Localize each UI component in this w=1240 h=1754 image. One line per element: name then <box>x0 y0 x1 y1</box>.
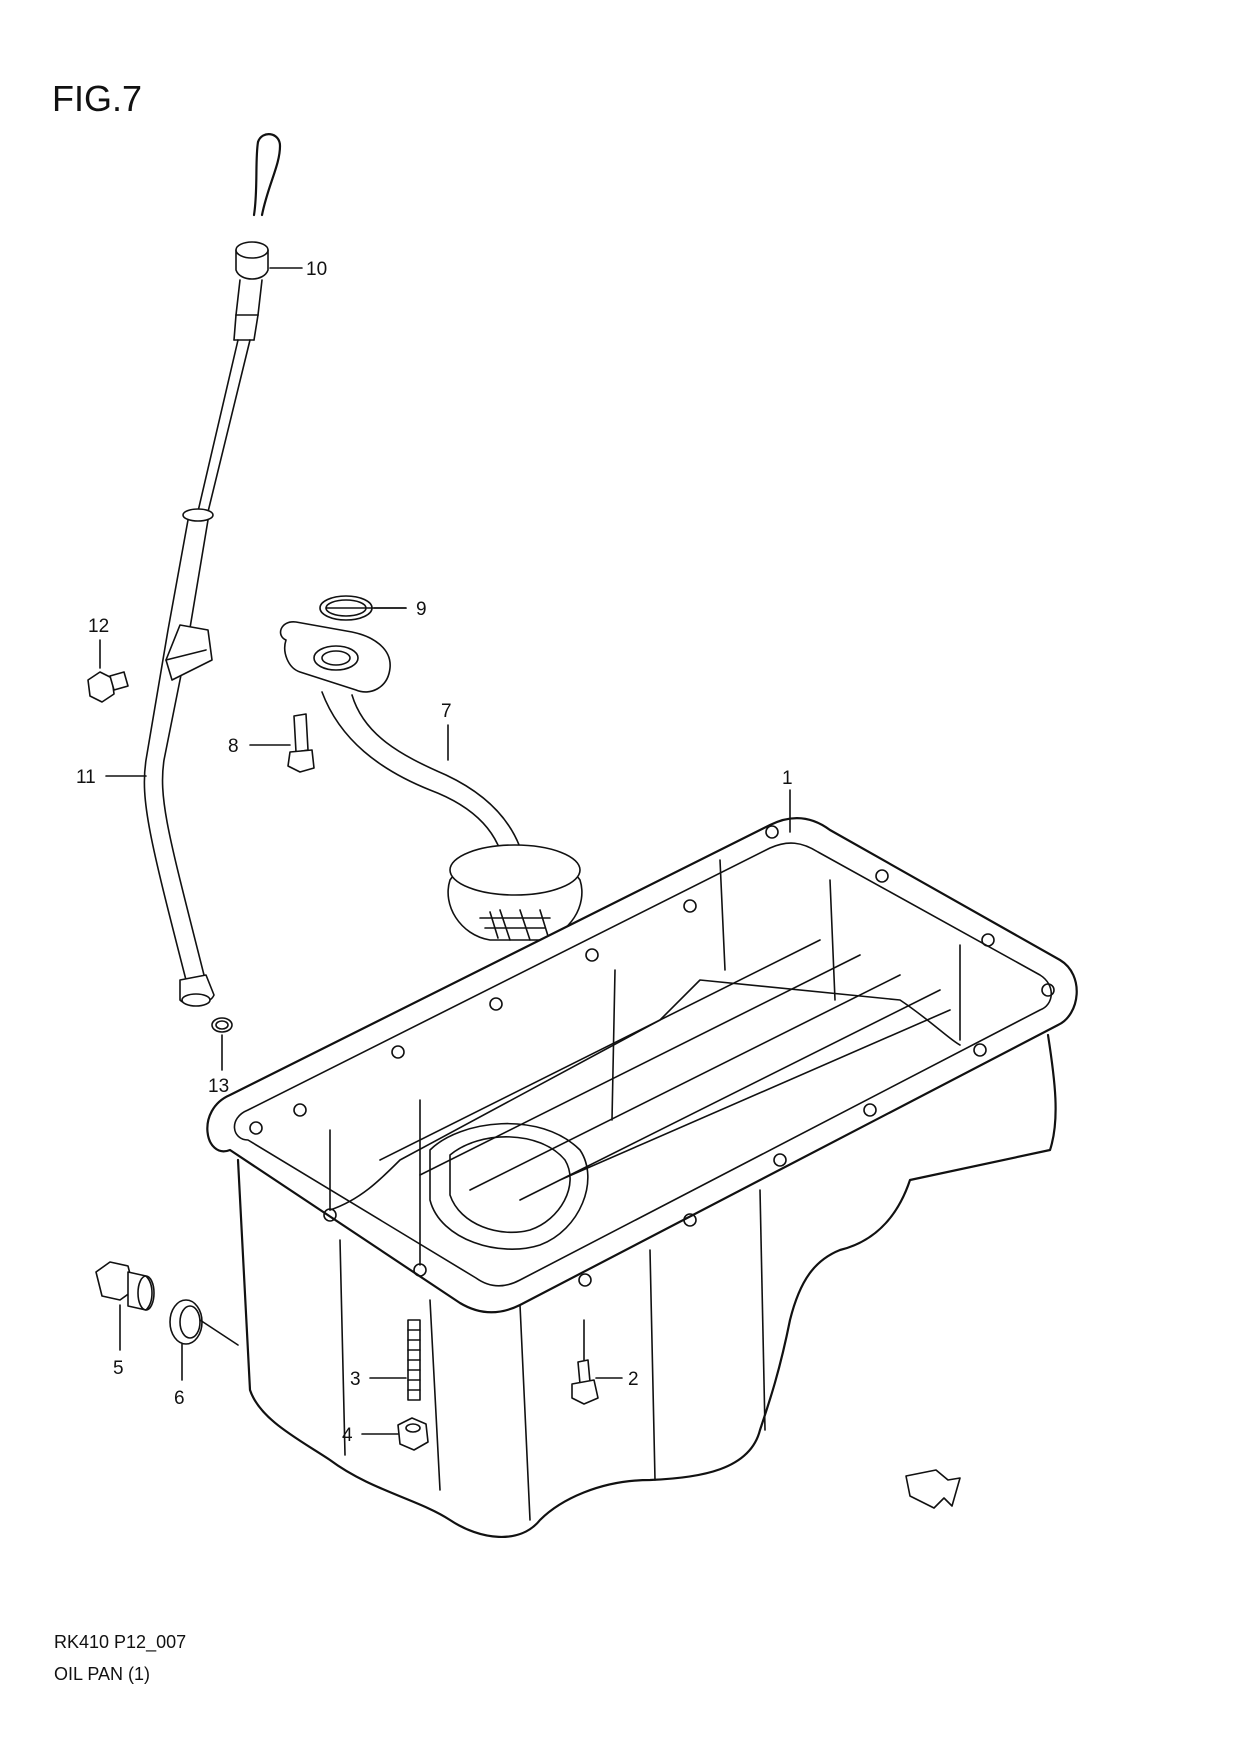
stud-3 <box>407 1319 421 1401</box>
callout-9: 9 <box>416 599 427 620</box>
callout-4: 4 <box>342 1425 353 1446</box>
figure-name: OIL PAN (1) <box>54 1664 151 1684</box>
callout-12: 12 <box>88 616 109 637</box>
callout-3: 3 <box>350 1369 361 1390</box>
oil-pan <box>206 816 1078 1539</box>
callout-1: 1 <box>782 768 793 789</box>
leader-lines <box>99 267 791 1435</box>
callout-6: 6 <box>174 1388 185 1409</box>
nut-4 <box>397 1417 429 1451</box>
figure-title: FIG.7 <box>52 78 143 119</box>
bolt-8 <box>287 713 315 773</box>
callout-13: 13 <box>208 1076 229 1097</box>
callout-7: 7 <box>441 701 452 722</box>
bolt-12 <box>87 671 129 703</box>
dipstick-guide <box>143 508 215 1007</box>
callout-5: 5 <box>113 1358 124 1379</box>
bolt-2 <box>571 1359 599 1405</box>
o-ring-13 <box>211 1017 233 1033</box>
oil-strainer <box>279 621 583 941</box>
figure-code: RK410 P12_007 <box>54 1632 187 1652</box>
callout-8: 8 <box>228 736 239 757</box>
callout-labels: 10 9 7 8 1 11 12 13 5 6 3 4 2 <box>76 259 793 1446</box>
dipstick <box>195 133 282 521</box>
callout-10: 10 <box>306 259 327 280</box>
drain-plug-5 <box>95 1261 155 1311</box>
fwd-arrow-icon: FWD <box>905 1469 961 1509</box>
callout-2: 2 <box>628 1369 639 1390</box>
callout-11: 11 <box>76 767 96 788</box>
